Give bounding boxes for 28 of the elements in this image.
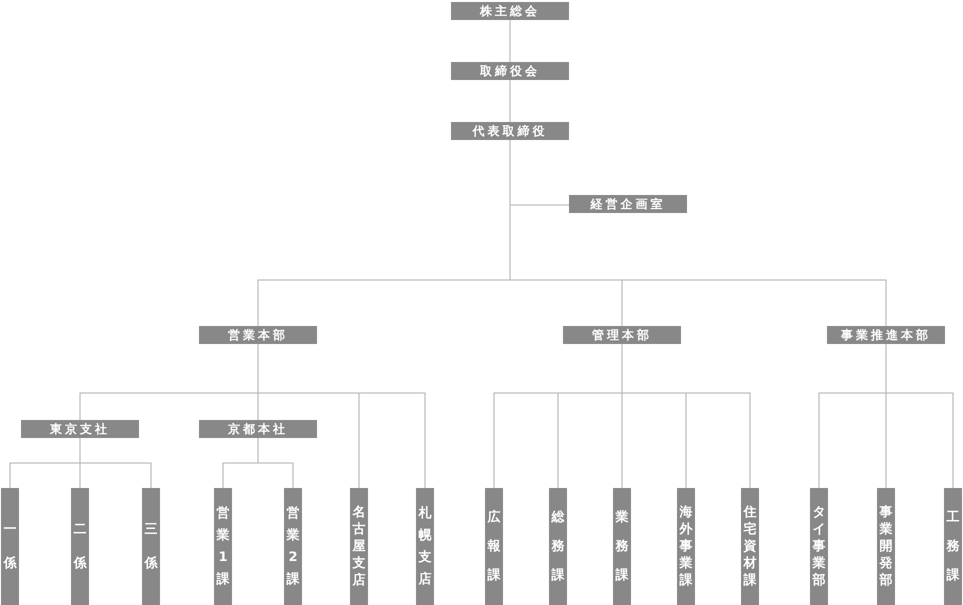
org-unit-box: 代表取締役 (451, 122, 569, 140)
org-unit-box: 管理本部 (563, 326, 681, 344)
org-unit-box: 株主総会 (451, 2, 569, 20)
connector-line (258, 344, 426, 488)
org-unit-box: 住宅資材課 (741, 488, 759, 605)
org-unit-box: 一係 (1, 488, 19, 605)
org-unit-box: 広報課 (485, 488, 503, 605)
connector-line (886, 344, 954, 488)
org-unit-box: 工務課 (944, 488, 962, 605)
connector-line (622, 344, 750, 488)
org-unit-box: 名古屋支店 (350, 488, 368, 605)
org-unit-box: 札幌支店 (416, 488, 434, 605)
org-unit-box: タイ事業部 (810, 488, 828, 605)
org-unit-box: 東京支社 (21, 420, 139, 438)
org-unit-box: 事業推進本部 (827, 326, 945, 344)
org-unit-box: 二係 (71, 488, 89, 605)
connector-line (258, 438, 294, 488)
org-unit-box: 営業2課 (284, 488, 302, 605)
org-unit-box: 事業開発部 (877, 488, 895, 605)
org-unit-box: 営業本部 (199, 326, 317, 344)
org-unit-box: 三係 (142, 488, 160, 605)
org-unit-box: 総務課 (549, 488, 567, 605)
org-unit-box: 経営企画室 (569, 195, 687, 213)
org-unit-box: 営業1課 (214, 488, 232, 605)
org-unit-box: 京都本社 (199, 420, 317, 438)
org-unit-box: 海外事業課 (677, 488, 695, 605)
org-unit-box: 業務課 (613, 488, 631, 605)
org-unit-box: 取締役会 (451, 62, 569, 80)
